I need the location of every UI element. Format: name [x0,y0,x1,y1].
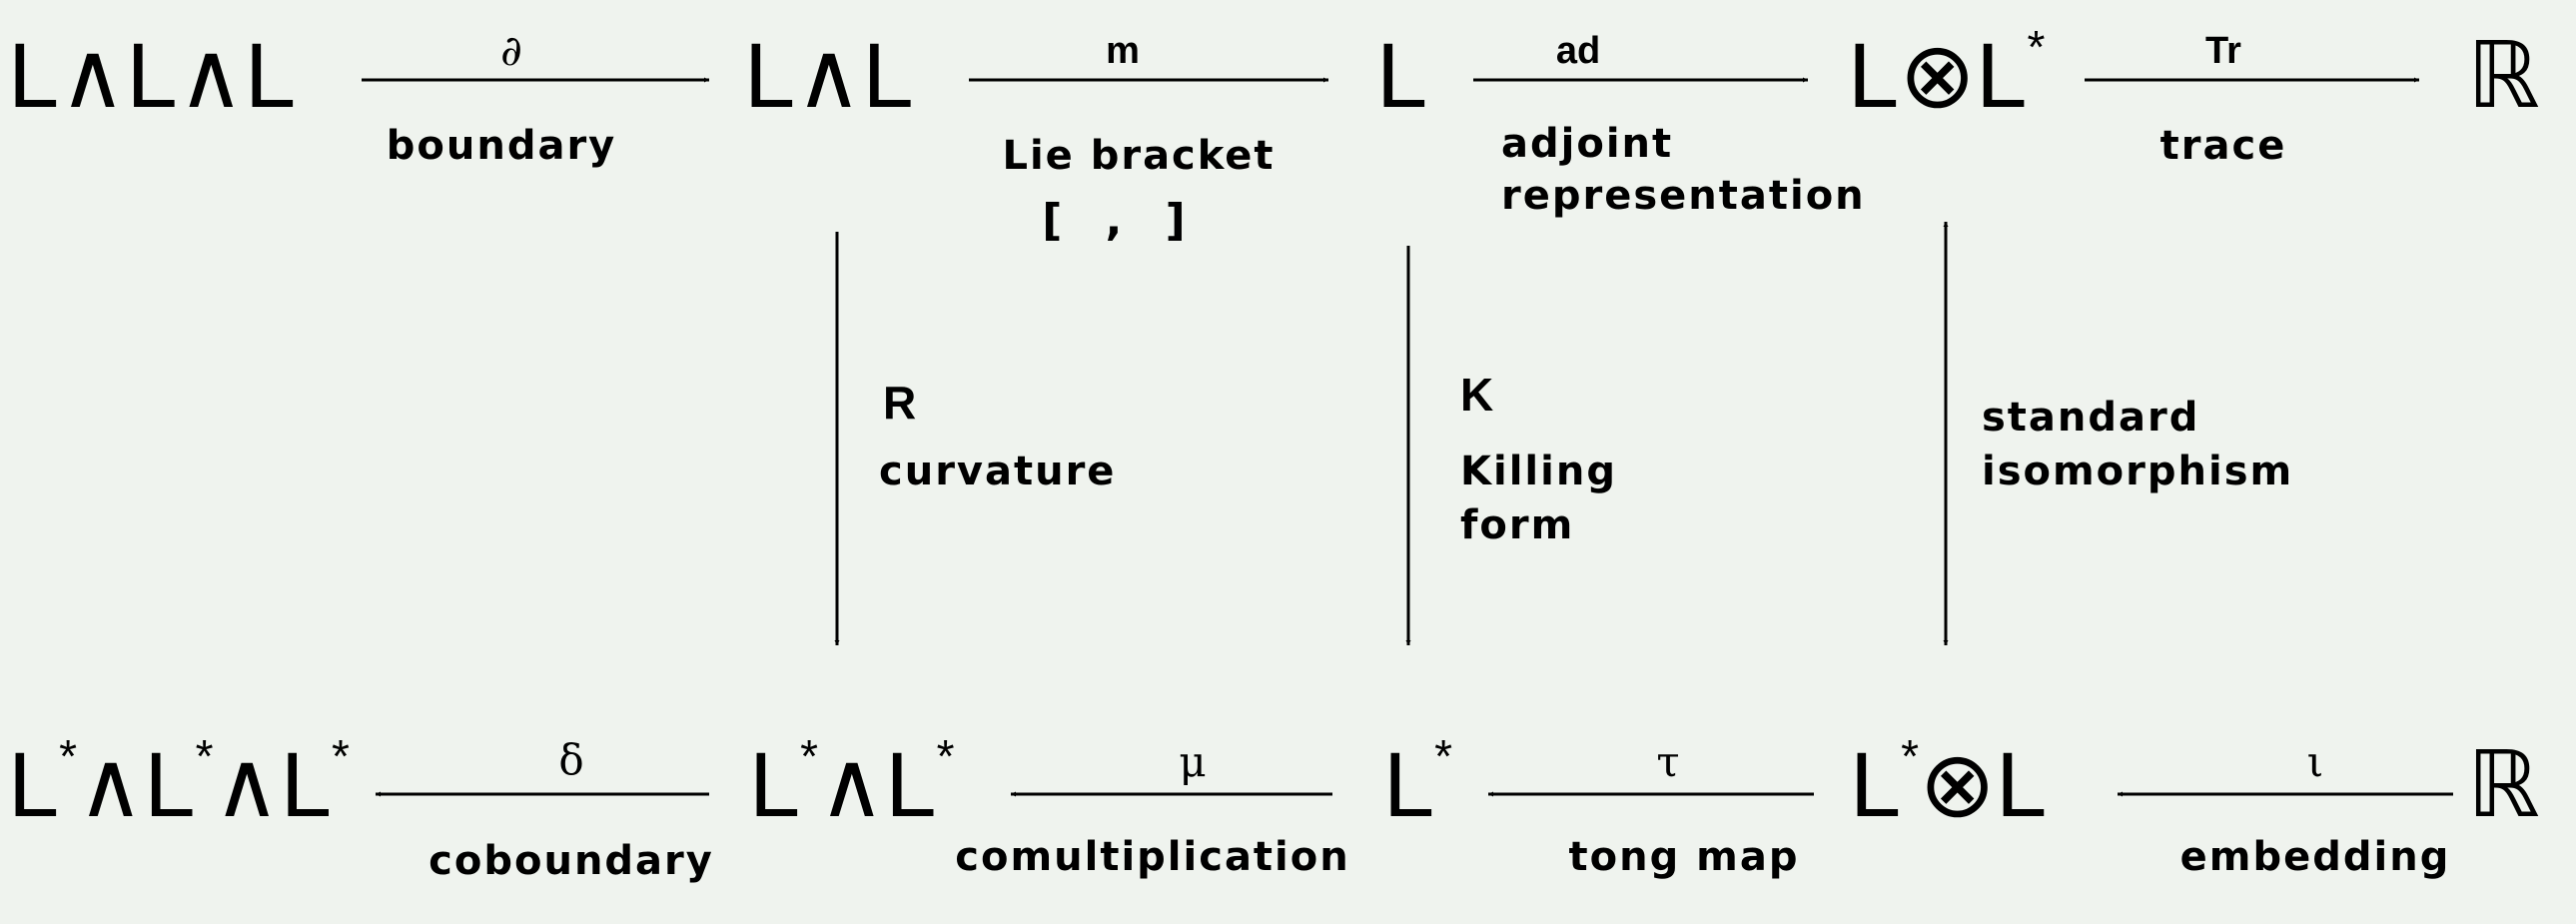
standard-isomorphism-label-2: isomorphism [1982,449,2294,494]
node-bottom-1: L*∧L*∧L* [8,730,350,836]
coboundary-symbol: δ [558,735,584,784]
lie-bracket-symbol: m [1106,30,1140,72]
embedding-label: embedding [2179,834,2451,880]
embedding-symbol: ι [2306,737,2324,786]
killing-form-label: Killing [1460,449,1617,494]
adjoint-label: adjoint [1501,121,1674,167]
node-top-3: L [1376,25,1428,127]
boundary-symbol: ∂ [500,26,522,75]
node-top-2: L∧L [744,25,914,127]
coboundary-label: coboundary [429,838,714,884]
killing-form-label-2: form [1460,502,1575,548]
killing-form-symbol: K [1460,369,1494,421]
tong-map-symbol: τ [1656,737,1680,786]
node-bottom-3: L* [1383,730,1453,836]
node-top-5: ℝ [2467,25,2540,127]
trace-label: trace [2159,123,2287,169]
node-bottom-4: L*⊗L [1850,730,2048,836]
boundary-label: boundary [386,123,617,169]
node-top-4: L⊗L* [1848,21,2046,127]
node-top-1: L∧L∧L [8,25,297,127]
standard-isomorphism-label: standard [1982,395,2200,441]
tong-map-label: tong map [1568,834,1800,880]
lie-bracket-notation: [ , ] [1042,195,1200,246]
adjoint-label-2: representation [1501,173,1866,219]
comultiplication-label: comultiplication [955,834,1350,880]
node-bottom-2: L*∧L* [749,730,955,836]
trace-symbol: Tr [2205,30,2241,72]
adjoint-symbol: ad [1555,30,1601,72]
curvature-label: curvature [879,449,1117,494]
comultiplication-symbol: μ [1179,737,1207,786]
node-bottom-5: ℝ [2467,734,2540,836]
curvature-symbol: R [883,377,917,429]
lie-bracket-label: Lie bracket [1002,133,1276,179]
